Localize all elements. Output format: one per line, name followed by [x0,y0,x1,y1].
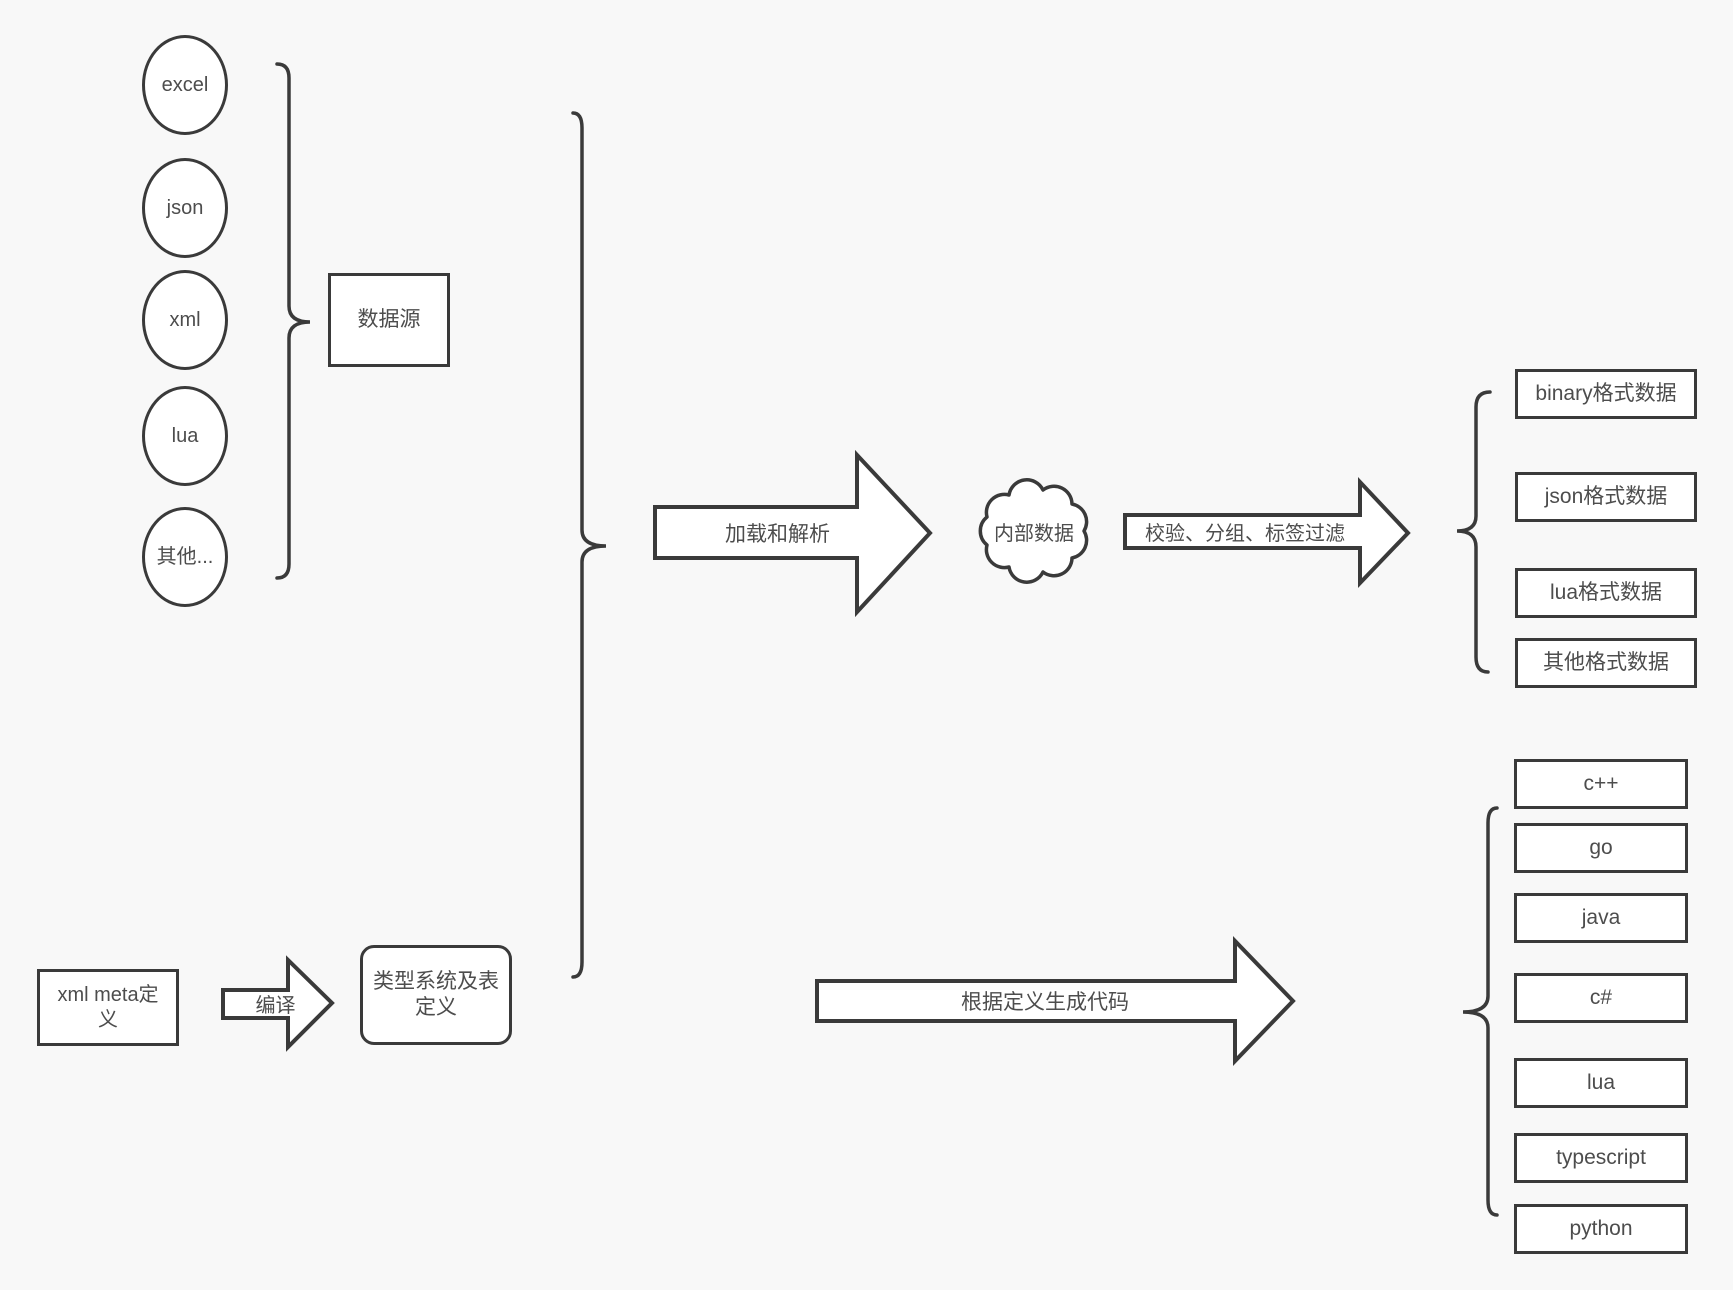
code-label-java: java [1581,905,1621,929]
filter-arrow-label: 校验、分组、标签过滤 [1145,523,1345,545]
output-label-binary-data: binary格式数据 [1535,381,1677,405]
source-label-xml: xml [169,308,201,331]
code-box-typescript: typescript [1514,1133,1688,1183]
output-box-lua-data: lua格式数据 [1515,568,1697,618]
compile-arrow [221,955,335,1052]
source-label-json: json [166,196,204,219]
code-label-csharp: c# [1589,985,1613,1009]
source-ellipse-json: json [142,158,228,258]
code-box-go: go [1514,823,1688,873]
xml-meta-definition-text: xml meta定 义 [57,983,158,1033]
xml-meta-line1: xml meta定 [57,983,159,1006]
source-ellipse-other: 其他... [142,507,228,607]
sources-brace [275,62,311,580]
code-label-cpp: c++ [1583,771,1619,795]
filter-arrow [1123,476,1411,588]
codegen-arrow-label: 根据定义生成代码 [961,991,1129,1014]
source-label-excel: excel [161,73,209,96]
code-box-lua: lua [1514,1058,1688,1108]
code-label-go: go [1589,835,1613,859]
source-ellipse-lua: lua [142,386,228,486]
type-system-text: 类型系统及表 定义 [373,969,499,1022]
internal-data-cloud [978,478,1089,584]
output-label-json-data: json格式数据 [1544,484,1668,508]
source-ellipse-excel: excel [142,35,228,135]
type-system-line2: 定义 [415,996,457,1019]
source-label-lua: lua [171,424,199,447]
code-label-typescript: typescript [1556,1145,1646,1169]
inputs-big-brace [571,111,607,979]
code-label-lua: lua [1586,1070,1616,1094]
output-box-other-data: 其他格式数据 [1515,638,1697,688]
xml-meta-definition-box: xml meta定 义 [37,969,179,1046]
source-ellipse-xml: xml [142,270,228,370]
code-box-cpp: c++ [1514,759,1688,809]
code-outputs-brace [1462,806,1499,1217]
output-label-lua-data: lua格式数据 [1549,580,1663,604]
code-label-python: python [1569,1216,1633,1240]
output-box-json-data: json格式数据 [1515,472,1697,522]
code-box-csharp: c# [1514,973,1688,1023]
output-box-binary-data: binary格式数据 [1515,369,1697,419]
source-label-other: 其他... [156,545,214,568]
data-outputs-brace [1456,390,1492,674]
code-box-python: python [1514,1204,1688,1254]
code-box-java: java [1514,893,1688,943]
load-parse-arrow-label: 加载和解析 [725,522,830,546]
codegen-arrow [815,936,1296,1066]
data-source-group-label: 数据源 [357,307,421,331]
xml-meta-line2: 义 [98,1008,118,1031]
output-label-other-data: 其他格式数据 [1543,650,1669,674]
compile-arrow-label: 编译 [255,994,296,1017]
data-source-group-box: 数据源 [328,273,450,367]
load-parse-arrow [653,449,933,618]
internal-data-label: 内部数据 [994,522,1074,545]
type-system-line1: 类型系统及表 [373,969,499,993]
type-system-box: 类型系统及表 定义 [360,945,512,1045]
